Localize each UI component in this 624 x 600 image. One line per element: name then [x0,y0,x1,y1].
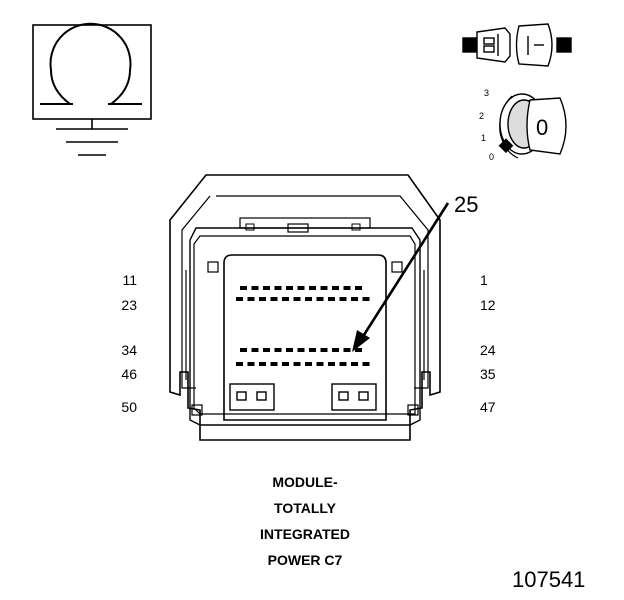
pin-cavity [263,286,270,290]
pin-cavity [259,297,266,301]
pin-cavity [297,286,305,290]
pin-cavity [305,297,312,301]
pin-label-right: 1 [480,272,488,288]
pin-rows [236,286,370,366]
terminal-blocks [229,383,377,411]
pin-cavity [293,362,301,366]
pin-cavity [328,362,335,366]
pin-cavity [286,348,293,352]
pin-cavity [297,348,305,352]
pin-label-left: 11 [122,272,137,288]
caption-line: INTEGRATED [260,526,350,542]
pin-cavity [362,362,370,366]
pin-cavity [282,297,289,301]
pin-cavity [316,362,324,366]
pin-cavity [305,362,312,366]
pin-cavity [274,348,282,352]
pin-label-right: 12 [480,297,496,313]
pin-label-left: 50 [121,399,137,415]
ground-icon [56,119,128,156]
pin-cavity [355,348,362,352]
pin-cavity [320,286,328,290]
pin-cavity [263,348,270,352]
pin-cavity [247,297,255,301]
ohm-resistance-icon [32,22,152,120]
pin-cavity [274,286,282,290]
pin-cavity [309,348,316,352]
pin-cavity [328,297,335,301]
pin-label-left: 46 [121,366,137,382]
pin-cavity [251,348,259,352]
figure-number: 107541 [512,567,586,592]
pin-cavity [343,286,351,290]
pin-cavity [236,362,243,366]
pin-cavity [351,297,358,301]
pin-cavity [270,297,278,301]
pin-cavity [351,362,358,366]
ignition-key-off-icon [498,93,567,159]
caption-line: POWER C7 [267,552,343,568]
ignition-position-label: 2 [479,111,485,121]
pin-cavity [332,286,339,290]
pin-label-left: 23 [121,297,137,313]
pin-label-right: 35 [480,366,496,382]
pin-cavity [355,286,362,290]
connector-face [169,174,441,441]
pin-cavity [362,297,370,301]
ignition-position-label: 3 [484,88,490,98]
pin-cavity [270,362,278,366]
pin-cavity [343,348,351,352]
pin-cavity [259,362,266,366]
pin-cavity [282,362,289,366]
pin-cavity [316,297,324,301]
pin-label-right: 47 [480,399,496,415]
pin-cavity [332,348,339,352]
pin-cavity [240,286,247,290]
caption-line: TOTALLY [274,500,336,516]
pin-cavity [339,297,347,301]
pin-cavity [339,362,347,366]
callout-label: 25 [454,192,479,217]
ignition-position-label: 0 [489,152,495,162]
callout-arrow [352,202,450,352]
pin-cavity [293,297,301,301]
pin-cavity [309,286,316,290]
ignition-position-label: 1 [481,133,487,143]
caption-line: MODULE- [272,474,338,490]
ignition-key-label: 0 [536,115,549,140]
pin-cavity [247,362,255,366]
unplugged-connector-icon [462,23,572,67]
pin-cavity [286,286,293,290]
pin-cavity [236,297,243,301]
pin-cavity [240,348,247,352]
pin-cavity [251,286,259,290]
pin-label-right: 24 [480,342,496,358]
pin-cavity [320,348,328,352]
pin-label-left: 34 [121,342,137,358]
